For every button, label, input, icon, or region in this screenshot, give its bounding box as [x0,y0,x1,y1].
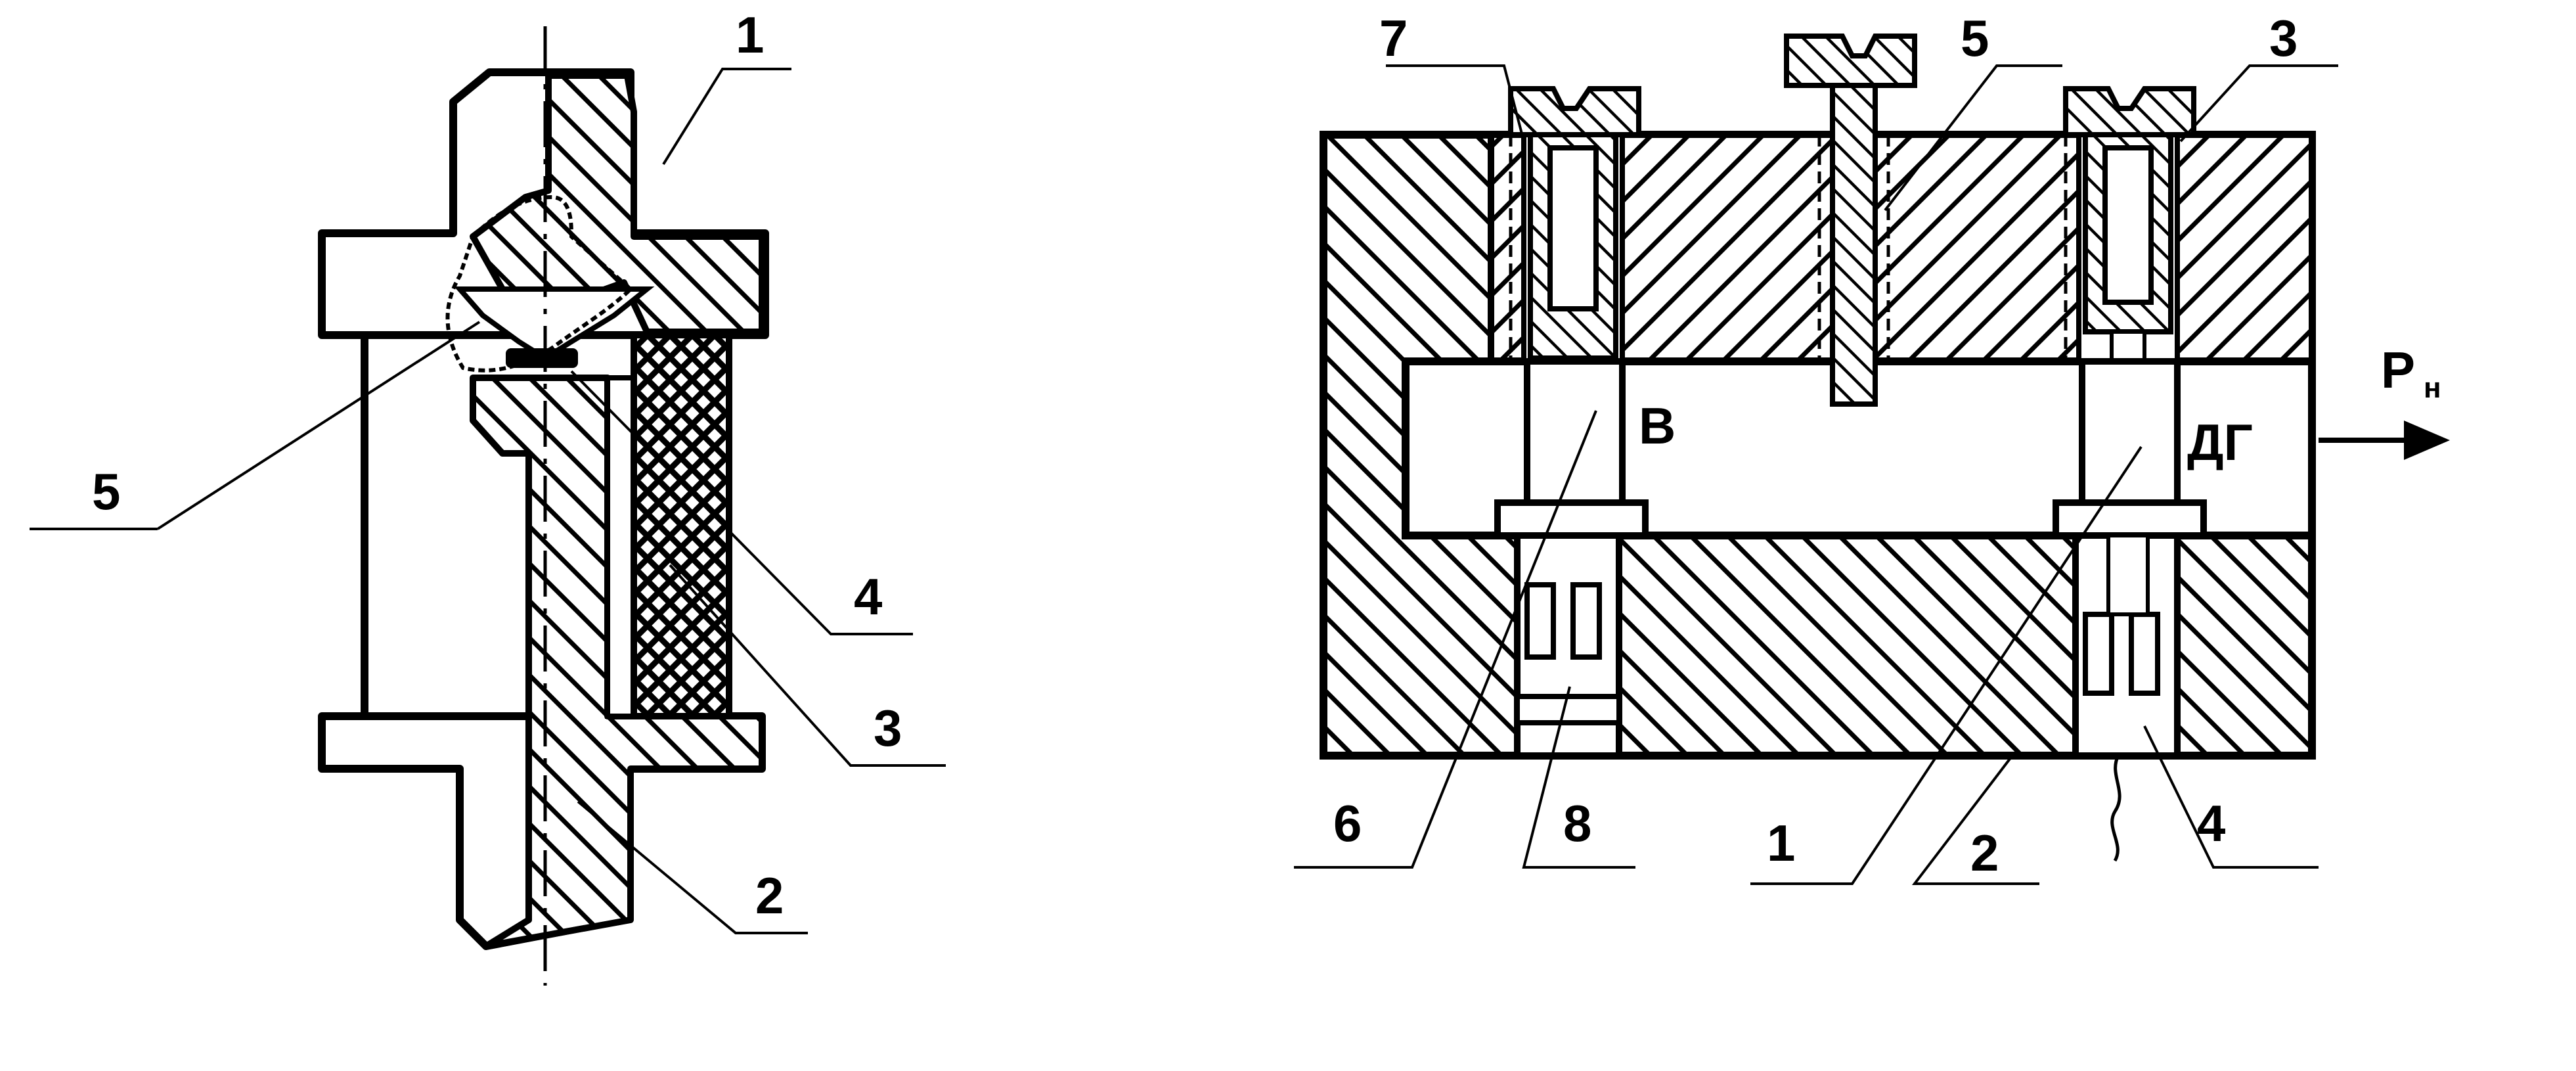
part-5-screw-head [1784,34,1917,88]
right-callout-3: 3 [2269,9,2298,67]
left-electrode-assembly [1494,86,1649,759]
left-leaders [30,68,946,934]
part-1-electrode [2079,358,2181,506]
part-4-contact-b [2129,612,2160,696]
left-view: 1 5 4 3 2 [30,6,946,986]
pressure-subscript: н [2424,372,2441,404]
part-7-screw-slot [1547,145,1599,311]
left-callout-4: 4 [854,568,882,626]
part-3-screw-neck [2110,330,2146,363]
chamber-label-left: В [1639,397,1676,455]
left-callout-1: 1 [736,6,764,64]
chamber-label-right: ДГ [2187,413,2253,471]
part-3-screw-slot [2102,145,2154,305]
part-5-pellet [506,348,578,368]
right-callout-7: 7 [1379,9,1408,67]
part-3-screw-head [2063,86,2196,137]
part-8-contact-b [1570,582,1602,660]
part-7-screw-head [1508,86,1641,137]
right-callout-5: 5 [1961,9,1989,67]
part-8-cap [1515,694,1622,725]
part-8-contact-a [1524,582,1556,660]
left-callout-2: 2 [755,867,784,924]
part-4-stem [2106,534,2150,616]
lead-wire [2110,754,2121,862]
right-electrode-assembly [2053,86,2207,862]
output-arrow [2319,421,2450,460]
pressure-label: Р [2381,341,2415,399]
part-5-adjusting-screw [1784,34,1917,407]
right-callout-4: 4 [2197,794,2225,852]
right-view: В ДГ Р н 7 5 3 6 8 1 2 4 [1294,9,2450,885]
part-6-electrode [1524,358,1626,506]
left-callout-3: 3 [874,699,902,757]
part-1-base [2053,499,2207,539]
part-4-gap [605,375,636,719]
part-5-screw-shaft [1830,83,1878,407]
part-4-contact-a [2083,612,2114,696]
part-6-base [1494,499,1649,539]
part-3-insulator [631,332,732,719]
right-callout-6: 6 [1333,794,1362,852]
right-callout-8: 8 [1563,794,1591,852]
right-callout-2: 2 [1970,824,1999,882]
right-callout-1: 1 [1767,814,1795,872]
left-callout-5: 5 [92,463,120,520]
right-leaders [1294,64,2338,885]
